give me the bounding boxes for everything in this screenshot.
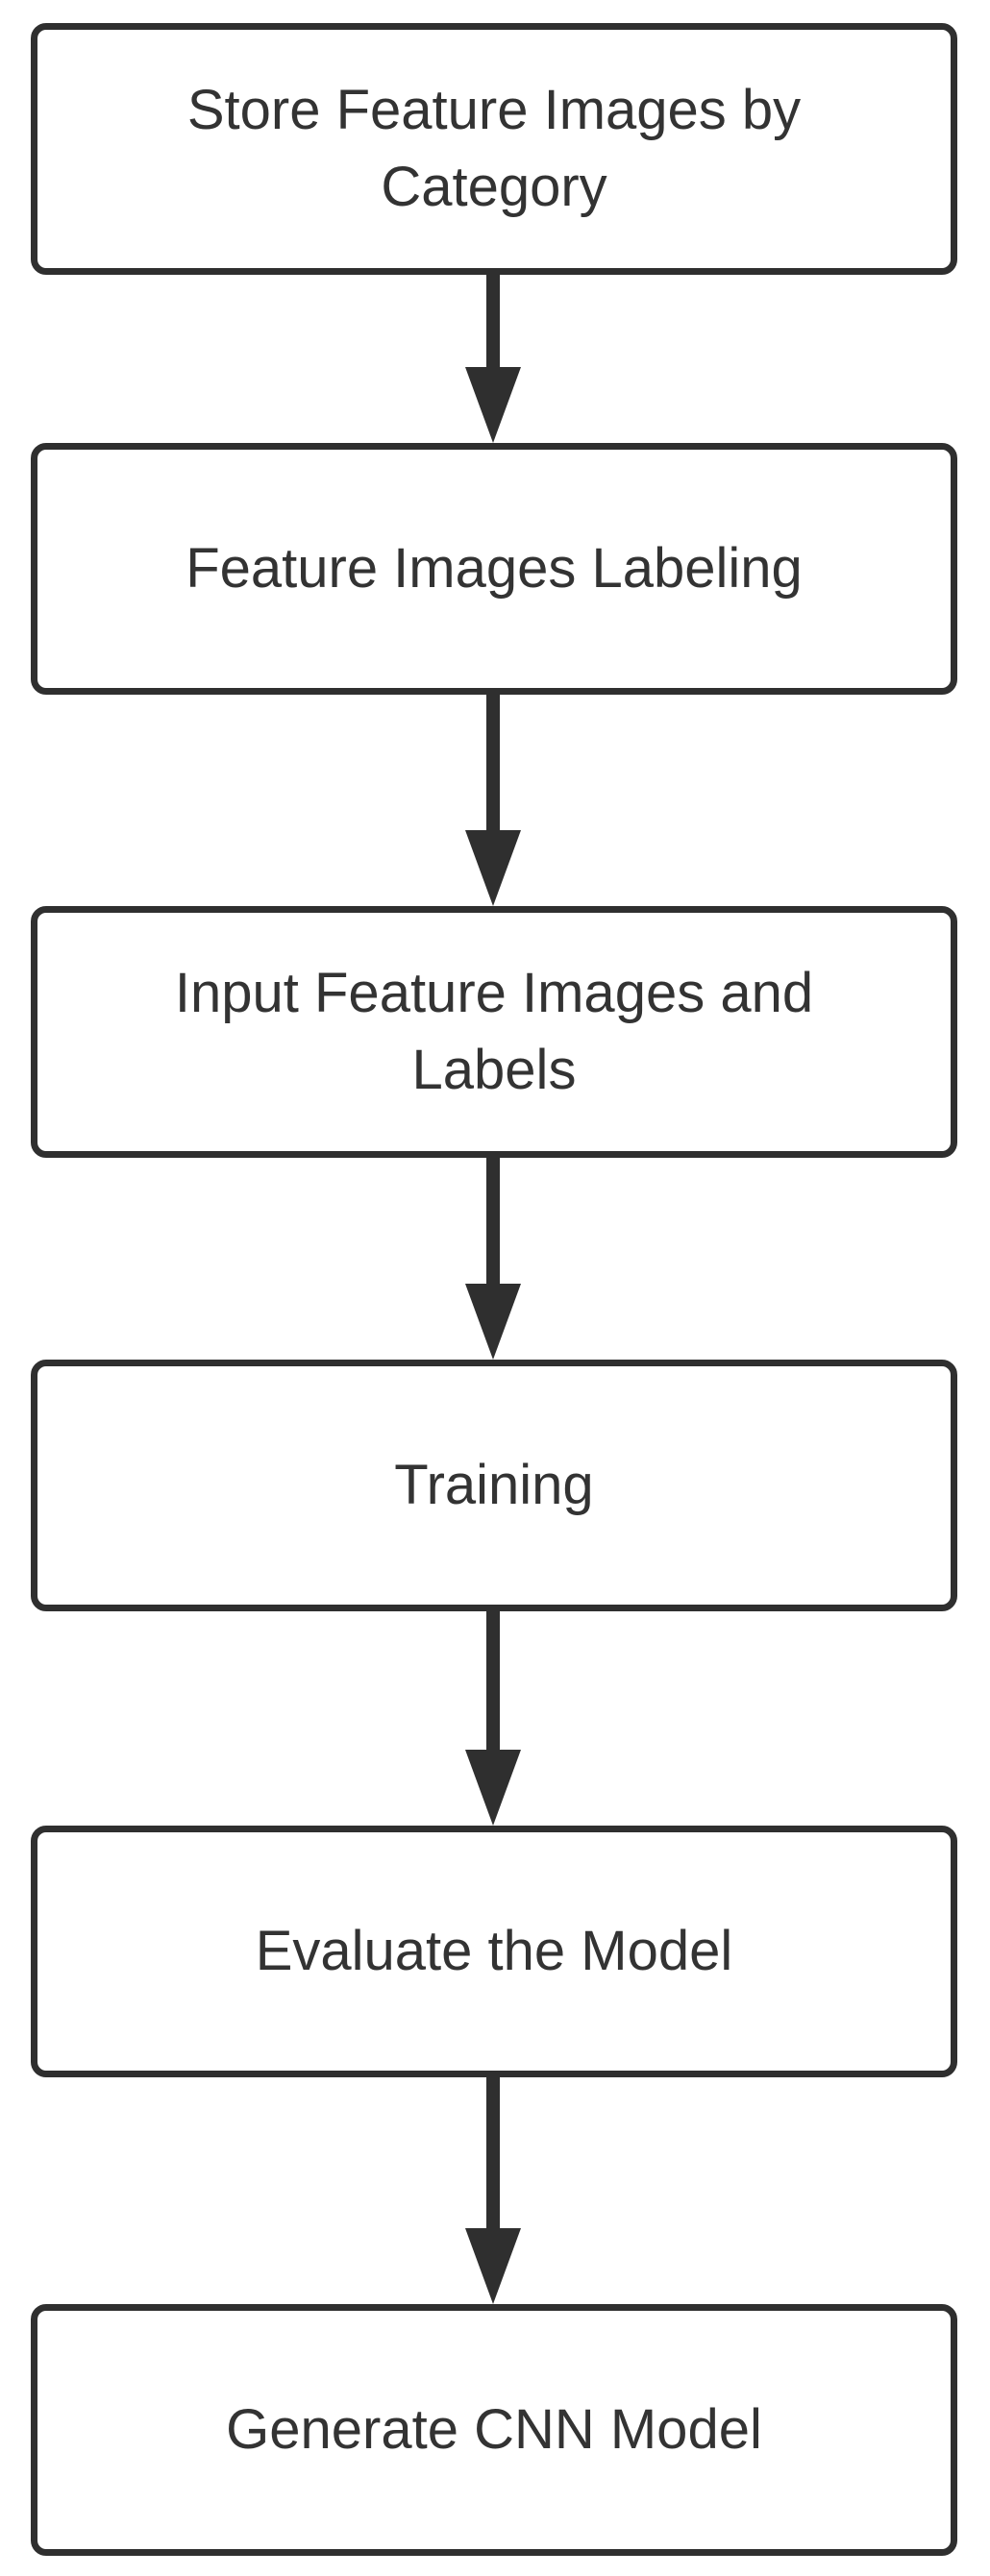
step-label: Feature Images Labeling <box>186 537 803 600</box>
arrow-down-icon <box>465 1158 521 1360</box>
step-store-feature-images: Store Feature Images by Category <box>31 23 957 275</box>
step-input-feature-images: Input Feature Images and Labels <box>31 906 957 1158</box>
connector-arrow <box>450 2077 536 2304</box>
arrow-down-icon <box>465 275 521 443</box>
step-label: Input Feature Images and Labels <box>174 962 814 1101</box>
step-training: Training <box>31 1360 957 1611</box>
connector-arrow <box>450 695 536 906</box>
arrow-down-icon <box>465 1611 521 1826</box>
arrow-down-icon <box>465 2077 521 2304</box>
connector-arrow <box>450 1611 536 1826</box>
step-label: Store Feature Images by Category <box>186 79 802 218</box>
connector-arrow <box>450 1158 536 1360</box>
step-label: Evaluate the Model <box>255 1920 733 1982</box>
arrow-down-icon <box>465 695 521 906</box>
step-evaluate-model: Evaluate the Model <box>31 1826 957 2077</box>
step-generate-cnn-model: Generate CNN Model <box>31 2304 957 2556</box>
step-label: Training <box>394 1454 594 1516</box>
connector-arrow <box>450 275 536 443</box>
step-label: Generate CNN Model <box>226 2398 762 2461</box>
step-feature-images-labeling: Feature Images Labeling <box>31 443 957 695</box>
